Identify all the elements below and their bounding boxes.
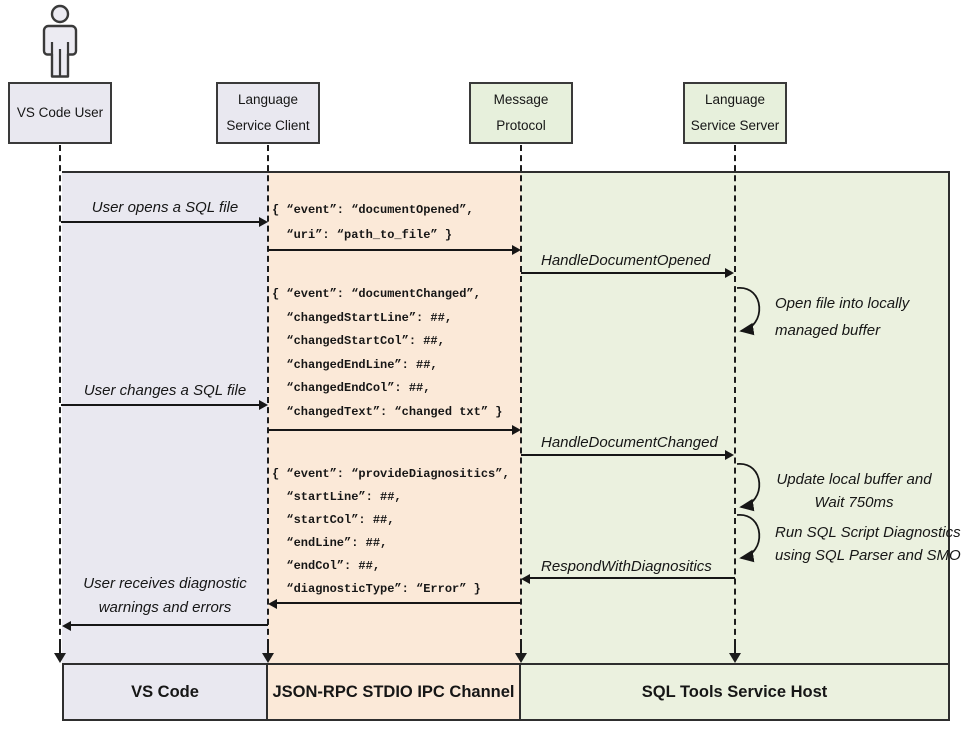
actor-label: VS Code User: [16, 105, 104, 120]
actor-box-vscode-user: VS Code User: [8, 82, 112, 144]
arrow-user-opens: [61, 221, 259, 223]
arrowhead-left-icon: [62, 621, 71, 631]
band-vscode: [62, 173, 268, 663]
band-right-border: [948, 171, 950, 663]
down-arrow-icon: [262, 653, 274, 663]
lifeline-end-client: [267, 645, 269, 654]
actor-label: Protocol: [496, 118, 546, 133]
payload-document-opened: { “event”: “documentOpened”, “uri”: “pat…: [272, 203, 474, 242]
label-handle-document-opened: HandleDocumentOpened: [541, 252, 711, 269]
arrow-document-opened: [268, 249, 512, 251]
arrowhead-right-icon: [725, 268, 734, 278]
actor-label: Message: [493, 92, 549, 107]
lifeline-user: [59, 145, 61, 645]
actor-box-language-service-client: Language Service Client: [216, 82, 320, 144]
arrow-handle-document-changed: [521, 454, 725, 456]
label-user-changes-sql-file: User changes a SQL file: [83, 382, 247, 399]
arrow-respond-diagnostics: [530, 577, 735, 579]
footer-box-sqltools-host: SQL Tools Service Host: [519, 663, 950, 721]
actor-label: Language: [704, 92, 766, 107]
lifeline-end-protocol: [520, 645, 522, 654]
footer-label: JSON-RPC STDIO IPC Channel: [272, 682, 515, 701]
lifeline-client: [267, 145, 269, 645]
down-arrow-icon: [54, 653, 66, 663]
footer-box-jsonrpc-channel: JSON-RPC STDIO IPC Channel: [266, 663, 521, 721]
footer-label: SQL Tools Service Host: [641, 682, 828, 701]
arrow-diagnostics-to-client: [277, 602, 521, 604]
actor-label: Service Client: [226, 118, 310, 133]
arrowhead-left-icon: [521, 574, 530, 584]
lifeline-protocol: [520, 145, 522, 645]
label-user-opens-sql-file: User opens a SQL file: [91, 199, 239, 216]
arrow-document-changed: [268, 429, 512, 431]
actor-label: Service Server: [690, 118, 780, 133]
lifeline-end-server: [734, 645, 736, 654]
arrowhead-right-icon: [259, 217, 268, 227]
note-line: using SQL Parser and SMO: [775, 547, 961, 564]
label-user-receives-diagnostics: User receives diagnostic warnings and er…: [62, 572, 268, 620]
note-line: Update local buffer and: [776, 471, 932, 488]
label-handle-document-changed: HandleDocumentChanged: [541, 434, 718, 451]
actor-box-message-protocol: Message Protocol: [469, 82, 573, 144]
note-line: Wait 750ms: [814, 494, 894, 511]
footer-label: VS Code: [131, 682, 199, 701]
note-run-sql-diagnostics: Run SQL Script Diagnostics using SQL Par…: [775, 521, 961, 567]
down-arrow-icon: [515, 653, 527, 663]
arrowhead-right-icon: [512, 245, 521, 255]
arrowhead-right-icon: [259, 400, 268, 410]
arrow-handle-document-opened: [521, 272, 725, 274]
down-arrow-icon: [729, 653, 741, 663]
actor-label: Language: [237, 92, 299, 107]
arrowhead-right-icon: [512, 425, 521, 435]
arrowhead-left-icon: [268, 599, 277, 609]
arrowhead-right-icon: [725, 450, 734, 460]
band-jsonrpc: [268, 173, 521, 663]
note-line: Run SQL Script Diagnostics: [775, 524, 961, 541]
note-update-local-buffer: Update local buffer and Wait 750ms: [758, 468, 950, 514]
lifeline-end-user: [59, 645, 61, 654]
label-line: User receives diagnostic: [83, 575, 247, 592]
payload-provide-diagnostics: { “event”: “provideDiagnositics”, “start…: [272, 467, 510, 596]
lifeline-server: [734, 145, 736, 645]
payload-document-changed: { “event”: “documentChanged”, “changedSt…: [272, 287, 503, 419]
arrow-diagnostics-to-user: [71, 624, 268, 626]
note-line: managed buffer: [775, 322, 881, 339]
footer-box-vscode: VS Code: [62, 663, 268, 721]
label-respond-with-diagnostics: RespondWithDiagnositics: [541, 558, 712, 575]
note-open-file-into-buffer: Open file into locally managed buffer: [775, 290, 909, 344]
note-line: Open file into locally: [775, 295, 910, 312]
user-actor-icon: [42, 4, 78, 78]
band-top-border: [62, 171, 950, 173]
actor-box-language-service-server: Language Service Server: [683, 82, 787, 144]
arrow-user-changes: [61, 404, 259, 406]
label-line: warnings and errors: [98, 599, 232, 616]
